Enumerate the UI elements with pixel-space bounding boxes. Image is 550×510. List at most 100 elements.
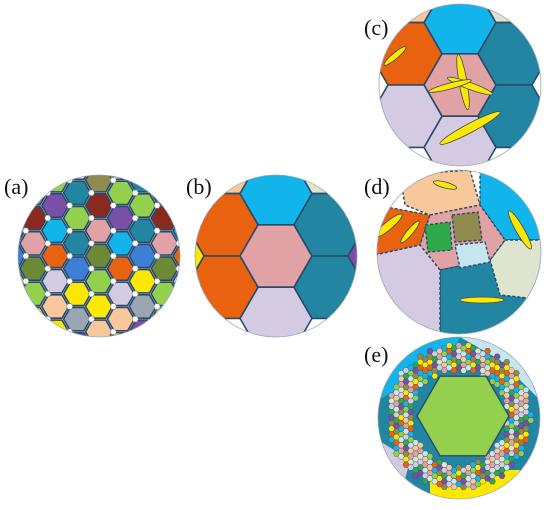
grain xyxy=(195,131,222,154)
void xyxy=(176,165,182,171)
large-grain xyxy=(416,375,510,457)
grain xyxy=(128,193,157,218)
void xyxy=(175,316,180,323)
grain xyxy=(62,205,92,231)
grain xyxy=(150,306,179,332)
panel-a-outline xyxy=(17,174,181,338)
grain xyxy=(40,319,70,337)
fine-grain xyxy=(517,450,525,457)
grain xyxy=(151,383,178,406)
grain xyxy=(0,333,3,356)
grain xyxy=(0,232,3,255)
void xyxy=(1,392,7,398)
void xyxy=(220,342,226,348)
panel-a-polycrystal-fine-grains xyxy=(0,118,226,406)
grain xyxy=(0,371,25,394)
void xyxy=(44,240,52,247)
fine-grain xyxy=(407,409,415,415)
fine-grain xyxy=(517,445,525,452)
panel-label-d: (d) xyxy=(364,174,390,199)
grain xyxy=(106,256,136,282)
panel-e-large-grain-in-fine-matrix xyxy=(378,337,540,499)
void xyxy=(22,252,30,260)
panel-b-outline xyxy=(194,174,358,338)
void xyxy=(220,140,226,146)
void xyxy=(175,290,180,298)
fine-grain xyxy=(407,420,415,427)
fine-grain xyxy=(527,417,535,424)
grain xyxy=(128,218,157,244)
grain xyxy=(173,143,200,166)
grain xyxy=(128,175,157,193)
grain xyxy=(86,345,113,368)
void xyxy=(154,380,160,386)
void xyxy=(131,290,139,298)
grain xyxy=(128,243,157,269)
grain xyxy=(172,268,180,294)
grain xyxy=(240,100,312,162)
void xyxy=(1,241,7,247)
void xyxy=(198,329,204,335)
void xyxy=(176,367,182,373)
grain xyxy=(84,319,114,337)
void xyxy=(153,227,161,234)
void xyxy=(1,316,7,322)
grain xyxy=(84,268,114,294)
lens-inclusion xyxy=(383,46,407,66)
void xyxy=(22,227,30,234)
void xyxy=(109,252,117,260)
panel-label-c: (c) xyxy=(364,15,388,40)
void xyxy=(1,140,7,146)
grain xyxy=(86,118,113,141)
void xyxy=(88,367,94,373)
grain xyxy=(40,175,70,193)
grain xyxy=(84,193,114,218)
void xyxy=(153,202,161,209)
grain xyxy=(454,241,491,269)
fine-grain xyxy=(503,359,511,366)
void xyxy=(44,215,52,222)
fine-grain xyxy=(522,403,530,410)
grain xyxy=(0,181,3,204)
void xyxy=(153,278,161,285)
grain xyxy=(106,230,136,256)
void xyxy=(66,152,72,158)
grain xyxy=(0,143,25,166)
grain xyxy=(0,358,3,381)
void xyxy=(153,177,161,184)
void xyxy=(45,367,51,373)
lens-inclusion xyxy=(439,111,501,145)
grain xyxy=(18,319,26,337)
grain xyxy=(129,371,156,394)
void xyxy=(176,140,182,146)
void xyxy=(109,227,117,234)
fine-grain xyxy=(421,378,429,385)
grain xyxy=(106,205,136,231)
fine-grain xyxy=(484,348,492,355)
grain xyxy=(40,218,70,244)
void xyxy=(176,342,182,348)
grain xyxy=(128,268,157,294)
void xyxy=(198,203,204,209)
grain xyxy=(86,371,113,394)
fine-grain xyxy=(508,461,516,468)
grain xyxy=(19,230,48,256)
grain xyxy=(62,281,92,307)
panel-b-coarsened-grains xyxy=(195,100,357,337)
void xyxy=(66,303,74,310)
fine-grain xyxy=(407,414,415,421)
grain xyxy=(129,118,156,141)
grain xyxy=(0,383,3,406)
void xyxy=(220,165,226,171)
grain xyxy=(86,143,113,166)
lens-inclusion xyxy=(377,213,403,239)
grain xyxy=(347,224,357,289)
void xyxy=(131,265,139,272)
grain xyxy=(107,358,134,381)
grain xyxy=(129,143,156,166)
grain xyxy=(106,306,136,332)
grain xyxy=(107,131,134,154)
grain xyxy=(195,358,222,381)
fine-grain xyxy=(522,392,530,399)
void xyxy=(44,265,52,272)
